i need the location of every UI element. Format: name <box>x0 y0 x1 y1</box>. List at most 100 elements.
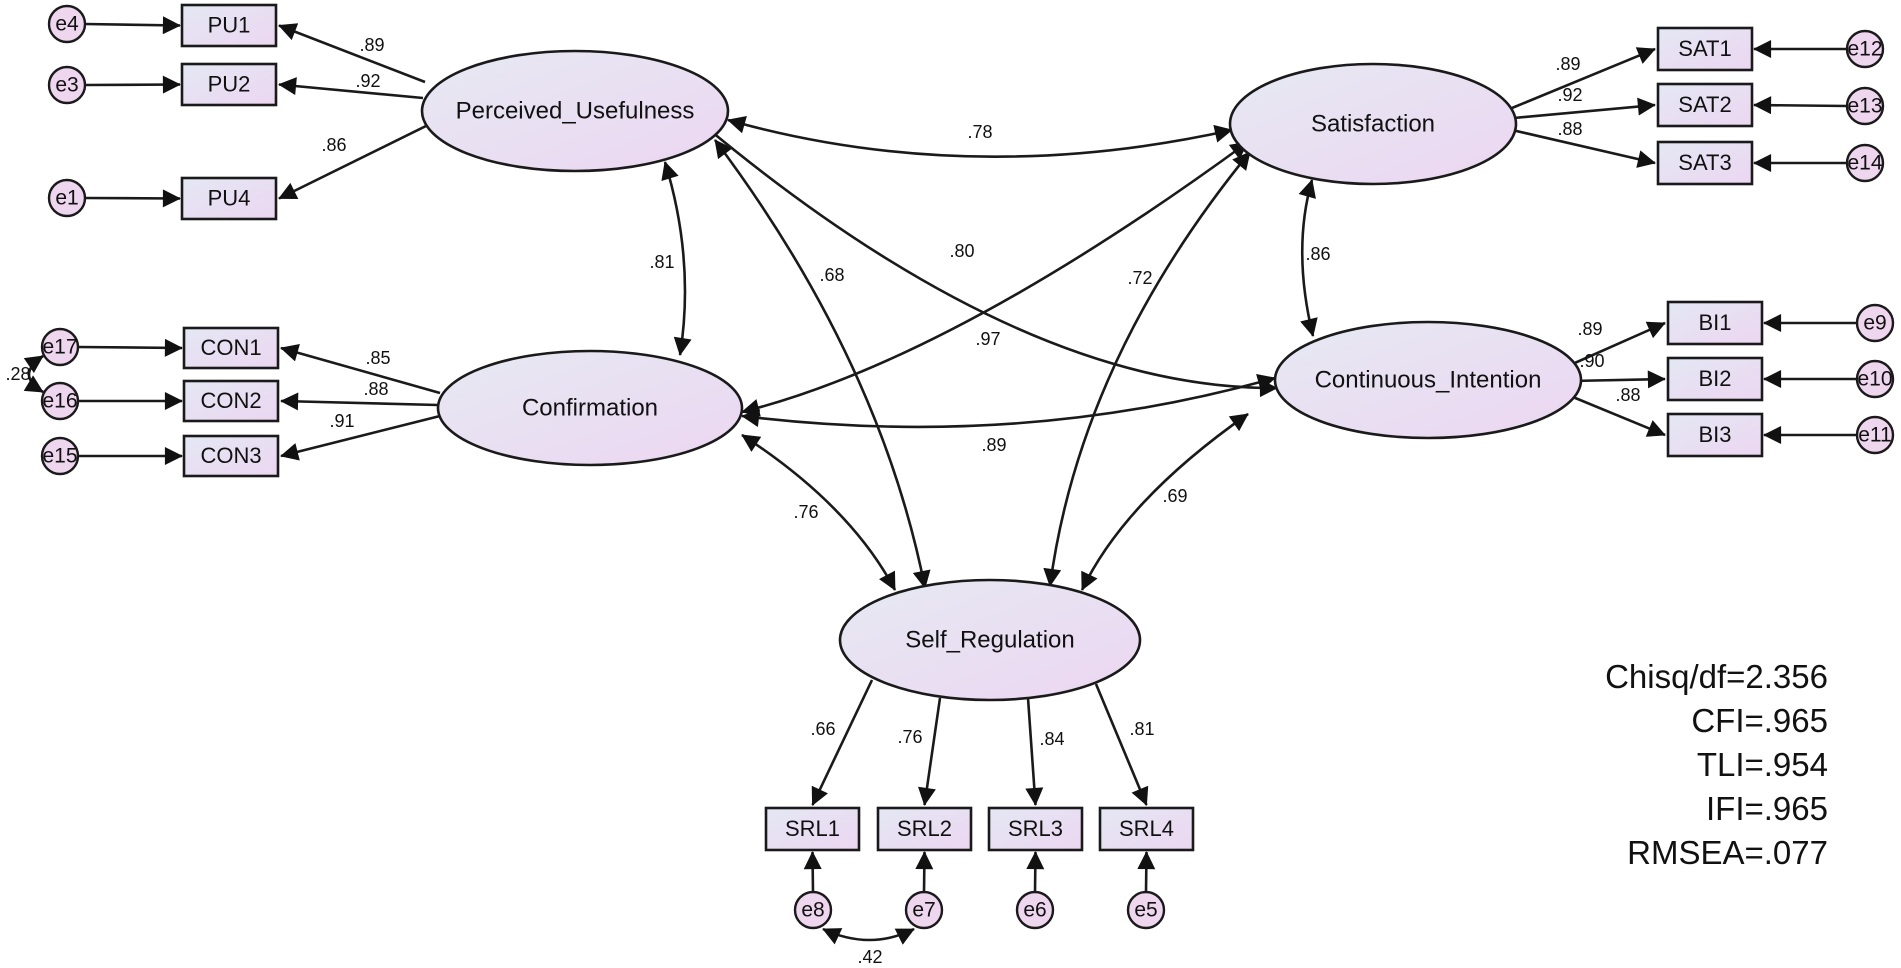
loading-path-con2 <box>280 392 439 411</box>
error-label-e3: e3 <box>55 74 78 97</box>
indicator-label-sat2: SAT2 <box>1678 92 1731 117</box>
loading-path-bi2 <box>1570 370 1666 389</box>
error-term-e1 <box>47 178 87 218</box>
error-label-e17: e17 <box>42 336 77 359</box>
error-term-e8 <box>793 890 833 930</box>
loading-label-con1: .85 <box>365 348 390 368</box>
latent-label-pu: Perceived_Usefulness <box>456 97 695 124</box>
indicator-box-con1 <box>182 326 280 370</box>
indicator-box-srl1 <box>764 806 861 852</box>
correlation-label-ci-sr: .69 <box>1162 486 1187 506</box>
labels-layer: .78.81.68.80.97.72.86.89.76.69.28.42PU1e… <box>5 12 1892 966</box>
correlation-sat-sr <box>1043 151 1252 587</box>
loading-label-con2: .88 <box>363 379 388 399</box>
correlation-label-sat-sr: .72 <box>1127 268 1152 288</box>
error-path-e1 <box>84 189 181 208</box>
error-label-e5: e5 <box>1134 899 1157 922</box>
latent-label-sat: Satisfaction <box>1311 110 1435 137</box>
indicator-box-con2 <box>182 379 280 423</box>
latent-ellipse-sr <box>838 578 1142 702</box>
correlation-label-pu-ci: .80 <box>949 241 974 261</box>
correlation-label-con-sr: .76 <box>793 502 818 522</box>
loading-label-pu2: .92 <box>355 71 380 91</box>
indicator-box-bi3 <box>1666 412 1764 458</box>
indicator-box-srl3 <box>987 806 1084 852</box>
loading-label-bi3: .88 <box>1615 385 1640 405</box>
error-term-e15 <box>40 436 80 476</box>
correlation-pu-con <box>661 161 692 356</box>
error-label-e13: e13 <box>1847 95 1882 118</box>
indicator-label-bi3: BI3 <box>1698 422 1731 447</box>
indicator-box-pu2 <box>180 62 278 107</box>
error-covariance-label-e8-e7: .42 <box>857 947 882 967</box>
error-path-e8 <box>803 851 822 893</box>
fit-chisq: Chisq/df=2.356 <box>1605 658 1828 695</box>
indicator-box-sat2 <box>1656 82 1754 128</box>
loading-label-srl2: .76 <box>897 727 922 747</box>
correlation-sat-ci <box>1298 179 1318 337</box>
error-path-e6 <box>1026 851 1045 893</box>
correlation-con-sr <box>741 433 897 591</box>
error-term-e13 <box>1845 86 1885 126</box>
indicator-label-con3: CON3 <box>200 443 261 468</box>
loading-label-bi2: .90 <box>1579 351 1604 371</box>
loading-path-srl1 <box>811 679 874 806</box>
loading-path-srl2 <box>918 697 942 806</box>
loading-path-sat1 <box>1511 47 1656 110</box>
loading-label-sat2: .92 <box>1557 85 1582 105</box>
nodes-layer <box>40 3 1895 930</box>
loading-path-bi1 <box>1567 321 1666 368</box>
error-label-e1: e1 <box>55 187 78 210</box>
paths-layer <box>23 16 1857 945</box>
loading-label-bi1: .89 <box>1577 319 1602 339</box>
error-term-e7 <box>904 890 944 930</box>
loading-label-srl4: .81 <box>1129 719 1154 739</box>
indicator-label-pu4: PU4 <box>208 185 251 210</box>
correlation-ci-sr <box>1080 412 1249 591</box>
error-term-e5 <box>1126 890 1166 930</box>
error-label-e4: e4 <box>55 13 79 36</box>
correlation-label-sat-con: .97 <box>975 329 1000 349</box>
loading-label-pu4: .86 <box>321 135 346 155</box>
error-term-e9 <box>1855 303 1895 343</box>
indicator-box-bi2 <box>1666 356 1764 402</box>
loading-label-srl1: .66 <box>810 719 835 739</box>
error-term-e4 <box>47 4 87 44</box>
indicator-box-bi1 <box>1666 300 1764 346</box>
error-label-e9: e9 <box>1863 312 1886 335</box>
error-label-e11: e11 <box>1858 424 1891 447</box>
indicator-box-srl2 <box>876 806 973 852</box>
error-label-e15: e15 <box>42 445 77 468</box>
error-path-e7 <box>915 851 934 893</box>
indicator-box-pu4 <box>180 176 278 221</box>
loading-path-bi3 <box>1567 393 1666 437</box>
indicator-box-sat3 <box>1656 140 1754 186</box>
loading-path-con1 <box>280 343 441 395</box>
indicator-box-sat1 <box>1656 26 1754 72</box>
error-path-e3 <box>84 75 181 94</box>
correlation-sat-con <box>741 140 1249 417</box>
loading-path-pu2 <box>278 77 424 100</box>
loading-label-sat1: .89 <box>1555 54 1580 74</box>
correlation-con-ci <box>741 373 1276 429</box>
correlation-label-sat-ci: .86 <box>1305 244 1330 264</box>
indicator-label-srl3: SRL3 <box>1008 816 1063 841</box>
indicator-label-sat1: SAT1 <box>1678 36 1731 61</box>
error-term-e17 <box>40 327 80 367</box>
error-path-e13 <box>1753 96 1848 115</box>
loading-path-srl3 <box>1025 697 1044 806</box>
error-term-e12 <box>1845 29 1885 69</box>
loading-path-srl4 <box>1094 683 1149 806</box>
correlation-label-con-ci: .89 <box>981 435 1006 455</box>
latent-ellipse-con <box>436 349 744 467</box>
latent-label-con: Confirmation <box>522 394 658 421</box>
error-label-e12: e12 <box>1847 38 1882 61</box>
loading-path-con3 <box>280 414 441 461</box>
loading-label-pu1: .89 <box>359 35 384 55</box>
indicator-label-con2: CON2 <box>200 388 261 413</box>
fit-rmsea: RMSEA=.077 <box>1627 834 1828 871</box>
loading-path-pu1 <box>278 23 426 84</box>
error-label-e7: e7 <box>912 899 935 922</box>
indicator-label-bi1: BI1 <box>1698 310 1731 335</box>
